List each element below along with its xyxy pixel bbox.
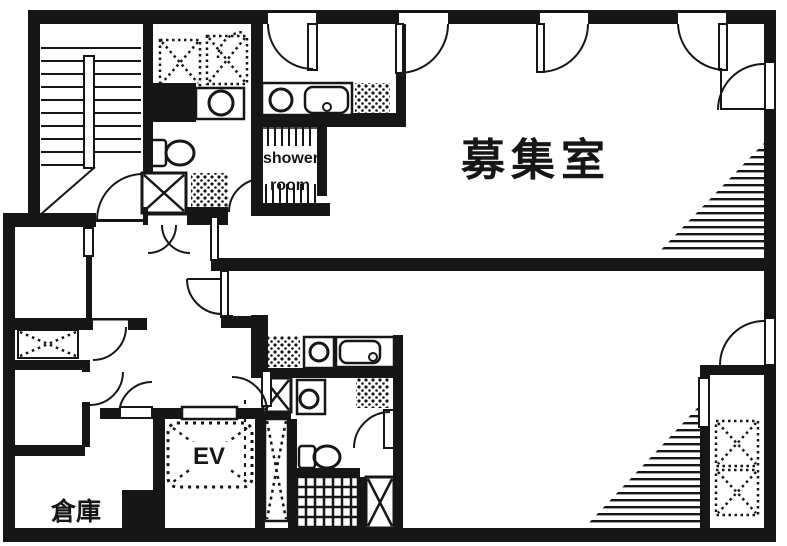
door-leaf <box>536 23 545 73</box>
elevator-shaft-icon <box>166 421 254 489</box>
utility-room <box>140 24 263 254</box>
door-leaf <box>395 23 404 74</box>
corridor-walls <box>12 216 770 482</box>
hatched-box <box>356 376 389 408</box>
hall-door-arc <box>92 326 127 361</box>
duct-icon <box>263 417 290 523</box>
stair-break-line <box>39 166 96 216</box>
closet-bottom-right <box>698 365 764 528</box>
door-arc <box>539 23 589 73</box>
staircase <box>39 47 144 221</box>
entry-door-leaf <box>307 23 318 71</box>
door-arc <box>719 320 765 366</box>
drain-icon <box>368 352 378 362</box>
utility-door-arc <box>228 178 263 213</box>
shower-room-label-line1: shower <box>263 150 319 167</box>
door-leaf <box>764 61 776 111</box>
shower-step-hatch <box>263 124 317 204</box>
double-door-arc-right <box>161 224 191 254</box>
door-arc <box>677 23 727 72</box>
sink-icon <box>303 85 350 115</box>
elevator: EV <box>100 381 265 532</box>
shaft-icon <box>140 171 188 215</box>
main-room-label: 募集室 <box>460 135 611 186</box>
sink-icon <box>338 339 382 365</box>
elevator-label: EV <box>193 443 225 470</box>
kitchen <box>251 23 406 127</box>
wc-door-arc <box>353 411 391 449</box>
door-leaf <box>698 377 710 428</box>
washbasin-icon <box>194 86 246 121</box>
door-leaf <box>718 23 728 71</box>
entry-door-arc <box>267 23 314 70</box>
door-arc <box>118 381 153 416</box>
shower-room-label-line2: room <box>270 177 310 194</box>
hall-door-arc <box>186 278 223 315</box>
door-arc <box>398 23 449 74</box>
shaft-icon <box>17 329 79 359</box>
door-leaf <box>119 406 153 419</box>
shaft-icon <box>714 419 760 517</box>
pipe-shaft-icon <box>158 30 249 87</box>
door-arc <box>717 63 765 111</box>
wall-step <box>122 490 162 532</box>
stair-door-arc <box>96 173 144 221</box>
drain-icon <box>322 102 332 112</box>
bathroom-block <box>231 315 403 530</box>
top-doors <box>395 23 728 74</box>
right-doors <box>717 61 776 366</box>
balcony-hatch-bottom <box>585 405 700 527</box>
door-leaf <box>83 227 94 257</box>
closet-door-arc <box>89 371 124 406</box>
storage-label: 倉庫 <box>50 497 101 526</box>
balcony-hatch-top <box>658 143 764 253</box>
toilet-icon <box>148 138 196 168</box>
hatched-box <box>191 173 228 211</box>
burner-icon <box>268 87 294 113</box>
shaft-icon <box>364 475 396 530</box>
toilet-icon <box>297 444 342 470</box>
door-leaf <box>383 409 395 449</box>
stair-rail <box>83 55 95 169</box>
elevator-door <box>180 405 239 421</box>
hatched-box <box>268 336 300 367</box>
tile-floor <box>295 475 360 529</box>
door-leaf <box>261 370 272 407</box>
door-leaf <box>764 317 776 366</box>
refrigerator-icon <box>355 83 390 114</box>
shower-room: shower room <box>251 124 330 216</box>
entry-door-arc <box>231 376 268 413</box>
double-door-arc-left <box>147 224 177 254</box>
